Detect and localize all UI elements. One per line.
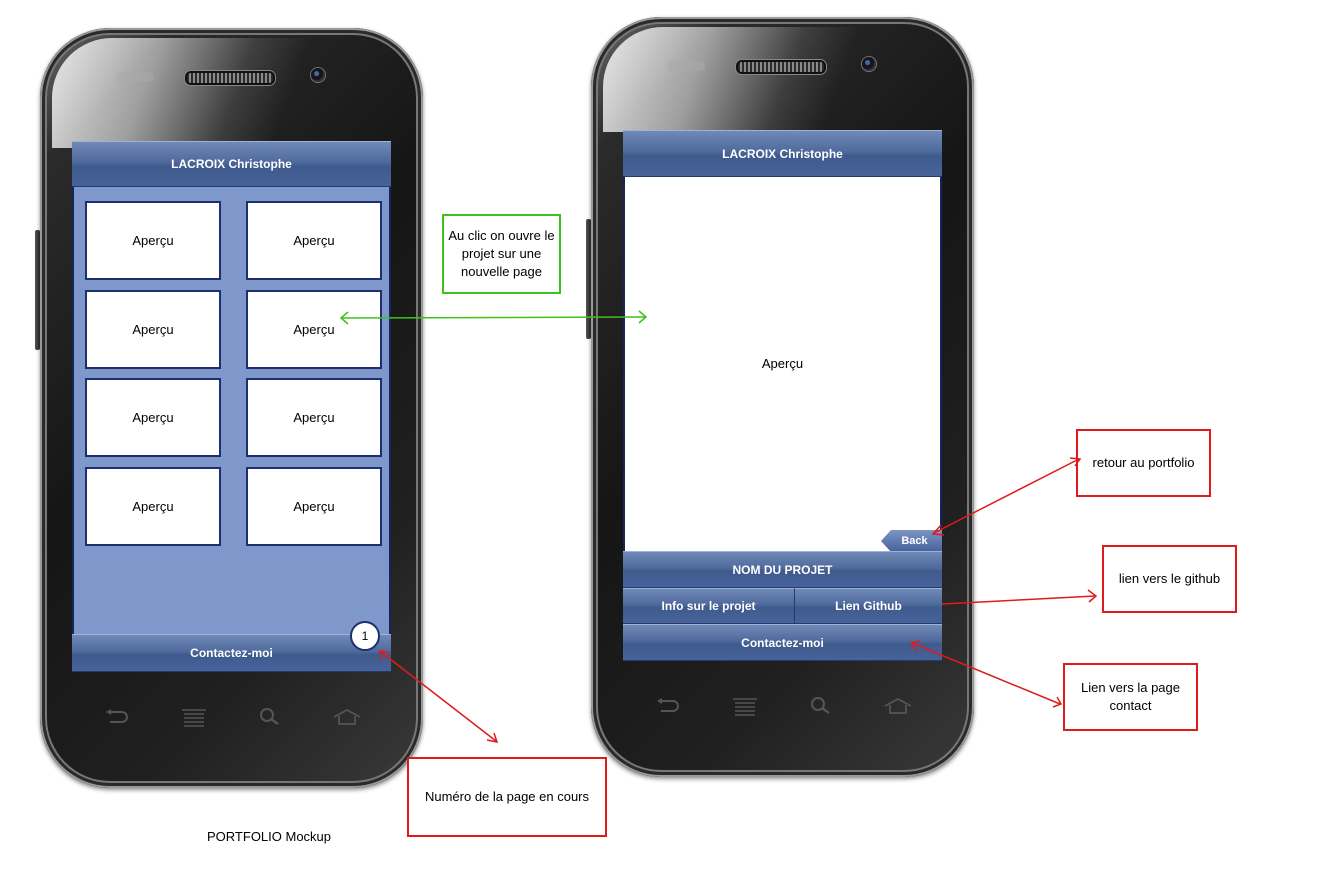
github-link-button[interactable]: Lien Github [795,588,942,624]
annotation-github-link: lien vers le github [1102,545,1237,613]
project-name: NOM DU PROJET [732,562,833,577]
phone-right-side-button [586,219,591,339]
search-key-icon[interactable] [255,707,285,727]
annotation-contact-link: Lien vers la page contact [1063,663,1198,731]
phone-right-softkeys [653,696,913,716]
arrow-github-link [941,589,1098,605]
page-number-value: 1 [361,629,369,643]
menu-key-icon[interactable] [730,696,760,716]
phone-right-sensor [667,61,705,71]
preview-label: Aperçu [293,322,335,337]
annotation-open-project-text: Au clic on ouvre le projet sur une nouve… [448,228,555,279]
preview-label: Aperçu [132,322,174,337]
annotation-open-project: Au clic on ouvre le projet sur une nouve… [442,214,561,294]
right-contact-label: Contactez-moi [741,635,824,650]
back-button-label: Back [901,535,928,547]
back-key-icon[interactable] [102,707,132,727]
left-contact-label: Contactez-moi [190,646,273,660]
preview-tile[interactable]: Aperçu [246,378,382,457]
annotation-page-number-text: Numéro de la page en cours [424,789,590,804]
arrow-contact-link [909,640,1063,708]
preview-label: Aperçu [132,233,174,248]
annotation-page-number: Numéro de la page en cours [407,757,607,837]
project-info-label: Info sur le projet [661,599,756,613]
annotation-back-portfolio: retour au portfolio [1076,429,1211,497]
preview-tile[interactable]: Aperçu [85,378,221,457]
preview-tile[interactable]: Aperçu [246,201,382,280]
phone-left-speaker [185,71,275,85]
home-key-icon[interactable] [332,707,362,727]
preview-label: Aperçu [293,410,335,425]
page-number-badge: 1 [350,621,380,651]
arrow-page-number [379,650,499,743]
back-button[interactable]: Back [881,530,942,552]
annotation-back-portfolio-text: retour au portfolio [1092,455,1195,470]
phone-left-camera [311,68,325,82]
preview-tile[interactable]: Aperçu [246,467,382,546]
project-preview: Aperçu [625,177,940,550]
preview-tile[interactable]: Aperçu [246,290,382,369]
search-key-icon[interactable] [806,696,836,716]
right-header-title: LACROIX Christophe [722,146,843,161]
preview-tile[interactable]: Aperçu [85,467,221,546]
preview-label: Aperçu [132,410,174,425]
arrow-back-portfolio [931,457,1082,536]
mockup-caption: PORTFOLIO Mockup [207,829,332,844]
phone-left-softkeys [102,707,362,727]
menu-key-icon[interactable] [179,707,209,727]
project-info-button[interactable]: Info sur le projet [623,588,795,624]
annotation-github-link-text: lien vers le github [1118,571,1221,586]
phone-left-sensor [116,72,154,82]
right-header-bar: LACROIX Christophe [623,130,942,177]
annotation-contact-link-text: Lien vers la page contact [1080,680,1180,713]
left-header-title: LACROIX Christophe [171,157,292,171]
preview-tile[interactable]: Aperçu [85,290,221,369]
preview-label: Aperçu [293,233,335,248]
left-contact-button[interactable]: Contactez-moi [72,634,391,672]
green-double-arrow [339,310,648,325]
home-key-icon[interactable] [883,696,913,716]
preview-label: Aperçu [293,499,335,514]
phone-right-camera [862,57,876,71]
phone-right-speaker [736,60,826,74]
github-link-label: Lien Github [835,599,902,613]
phone-left-side-button [35,230,40,350]
project-name-bar: NOM DU PROJET [623,551,942,588]
right-contact-button[interactable]: Contactez-moi [623,624,942,661]
preview-tile[interactable]: Aperçu [85,201,221,280]
preview-label: Aperçu [132,499,174,514]
back-key-icon[interactable] [653,696,683,716]
project-preview-label: Aperçu [761,356,804,371]
left-header-bar: LACROIX Christophe [72,141,391,187]
